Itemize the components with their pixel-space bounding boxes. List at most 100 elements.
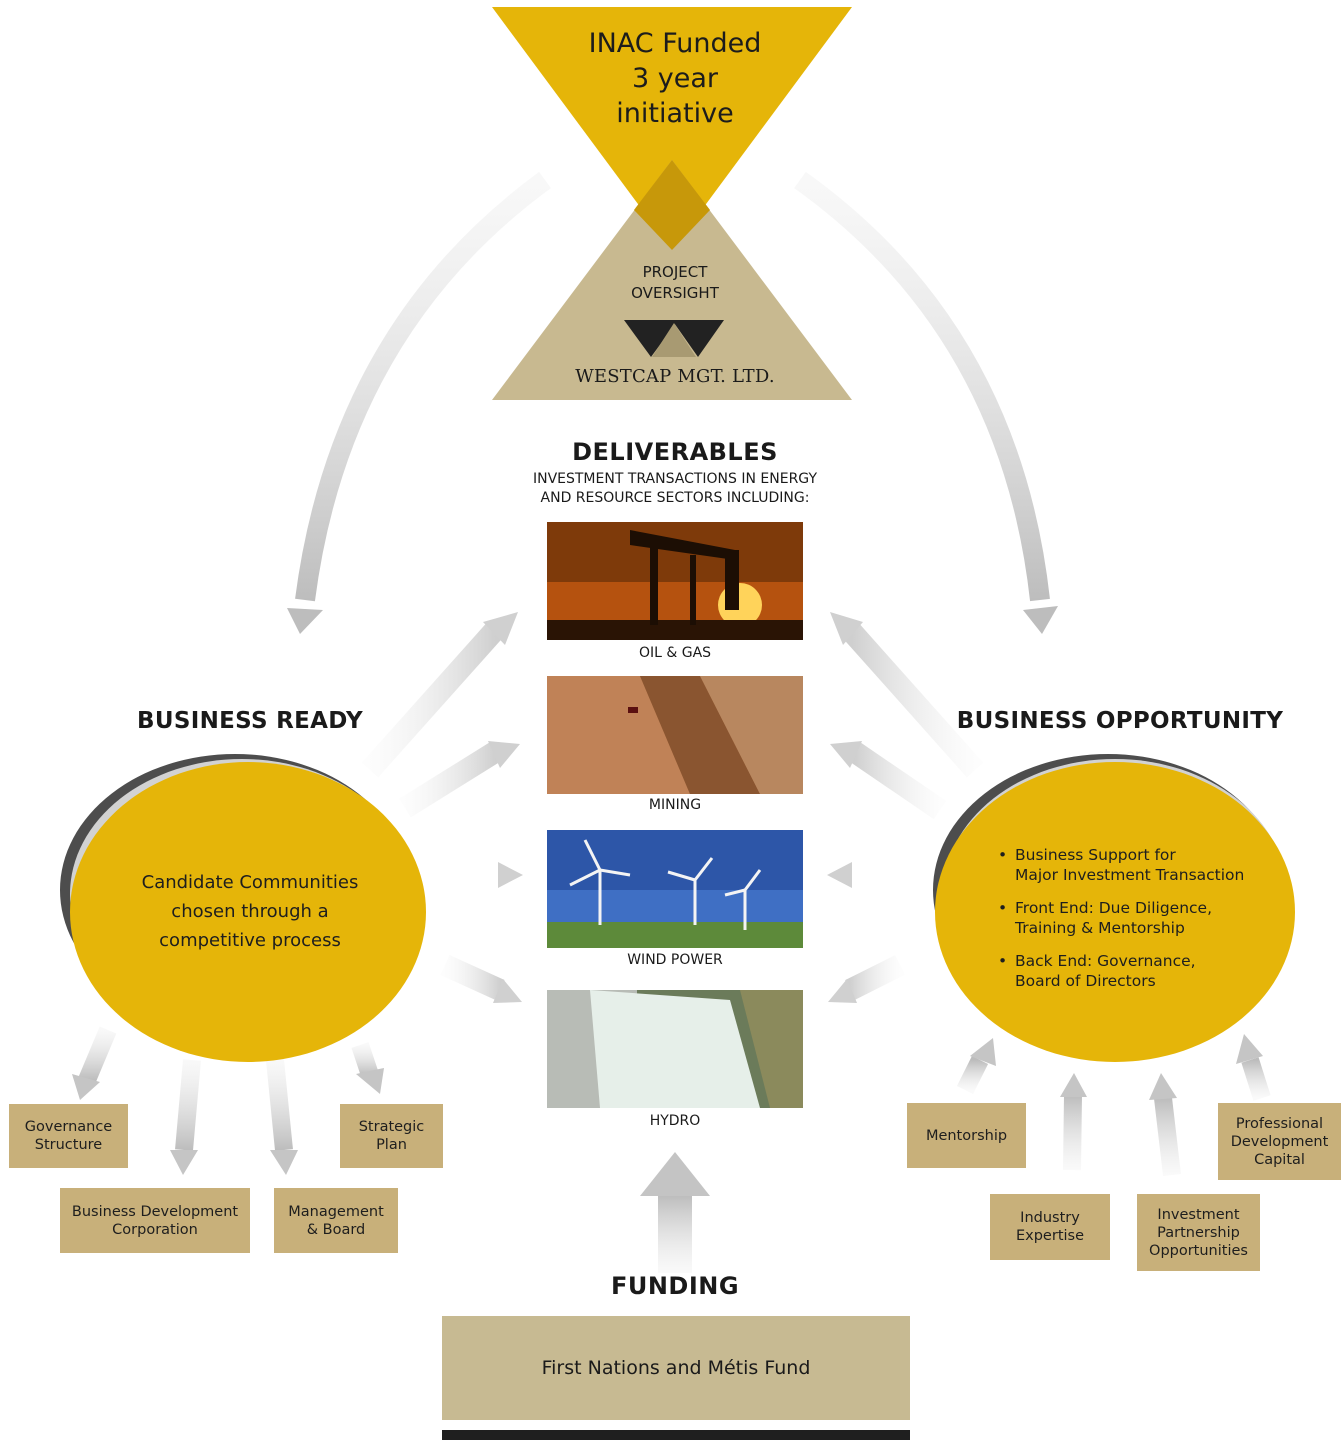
arrow-from-investment: [1154, 1096, 1181, 1177]
triangle-overlap: [634, 160, 710, 250]
arc-arrow-right: [794, 171, 1050, 602]
ray-right-oil: [843, 624, 984, 778]
ray-left-mining: [399, 742, 501, 818]
inac-line-1: INAC Funded: [588, 28, 762, 59]
arrow-to-governance: [78, 1026, 117, 1084]
strategic-line-1: Strategic: [358, 1119, 425, 1135]
arrow-from-mentorship-head: [970, 1038, 996, 1066]
investment-line-2: Partnership: [1157, 1224, 1240, 1241]
arc-arrow-left: [295, 171, 551, 602]
industry-line-2: Expertise: [1015, 1228, 1085, 1244]
bottom-bar: [442, 1430, 910, 1440]
ray-right-wind-head: [827, 862, 852, 888]
bdc-line-1: Business Development: [71, 1203, 239, 1220]
bullet-2-line-1: Front End: Due Diligence,: [1015, 899, 1212, 917]
bullet-2-line-2: Training & Mentorship: [1015, 919, 1185, 937]
ray-left-hydro: [440, 954, 505, 1001]
candidate-line-1: Candidate Communities: [141, 872, 359, 893]
funding-arrow-shaft: [658, 1195, 692, 1273]
mentorship-line-1: Mentorship: [925, 1127, 1008, 1144]
project-oversight-label: PROJECT OVERSIGHT: [600, 262, 750, 304]
ray-right-hydro: [845, 955, 905, 1000]
list-item: Business Support for Major Investment Tr…: [996, 845, 1296, 885]
wind-power-image: [547, 830, 803, 948]
arc-arrow-left-head: [287, 608, 323, 634]
business-opportunity-title: BUSINESS OPPORTUNITY: [956, 708, 1284, 734]
ray-left-oil: [361, 622, 504, 778]
business-ready-title: BUSINESS READY: [137, 708, 363, 734]
oversight-triangle: [492, 160, 852, 400]
bdc-line-2: Corporation: [112, 1221, 198, 1238]
arrow-from-industry: [1063, 1094, 1082, 1171]
first-nations-fund-box: First Nations and Métis Fund: [442, 1316, 910, 1420]
arrow-to-strategic: [351, 1042, 379, 1078]
ray-right-hydro-head: [828, 979, 857, 1003]
business-opportunity-list: Business Support for Major Investment Tr…: [996, 845, 1296, 1004]
deliverables-sub-line-2: AND RESOURCE SECTORS INCLUDING:: [540, 490, 810, 506]
ray-right-mining: [848, 742, 947, 820]
candidate-line-3: competitive process: [159, 930, 341, 951]
list-item: Front End: Due Diligence, Training & Men…: [996, 898, 1296, 938]
governance-line-1: Governance: [24, 1119, 113, 1135]
sector-label-hydro: HYDRO: [649, 1113, 701, 1129]
arrow-from-professional: [1241, 1057, 1271, 1101]
bullet-1-line-2: Major Investment Transaction: [1015, 866, 1245, 884]
inac-funded-label: INAC Funded 3 year initiative: [520, 26, 830, 131]
westcap-logo-icon: [624, 320, 724, 357]
professional-line-1: Professional: [1235, 1115, 1324, 1132]
inac-triangle: [492, 7, 852, 250]
arc-arrow-right-head: [1023, 606, 1058, 634]
arrow-from-professional-head: [1236, 1034, 1263, 1064]
arrow-from-mentorship: [956, 1055, 989, 1095]
arrow-to-bdc: [175, 1059, 201, 1151]
investment-line-1: Investment: [1157, 1206, 1240, 1223]
strategic-line-2: Plan: [376, 1137, 407, 1153]
candidate-communities-text: Candidate Communities chosen through a c…: [110, 868, 390, 955]
sector-label-oil-gas: OIL & GAS: [638, 645, 712, 661]
inac-line-3: initiative: [616, 98, 734, 129]
arrow-from-investment-head: [1149, 1073, 1177, 1100]
governance-line-2: Structure: [34, 1137, 103, 1153]
management-line-1: Management: [288, 1203, 384, 1220]
inac-line-2: 3 year: [632, 63, 718, 94]
ray-right-mining-head: [830, 741, 862, 768]
arrow-to-governance-head: [72, 1074, 100, 1100]
box-mentorship: Mentorship: [907, 1103, 1026, 1168]
list-item: Back End: Governance, Board of Directors: [996, 951, 1296, 991]
ray-left-hydro-head: [493, 979, 522, 1003]
sector-label-mining: MINING: [648, 797, 702, 813]
investment-line-3: Opportunities: [1149, 1242, 1248, 1259]
bullet-1-line-1: Business Support for: [1015, 846, 1176, 864]
arrow-to-strategic-head: [356, 1068, 384, 1094]
bullet-3-line-1: Back End: Governance,: [1015, 952, 1196, 970]
left-circle: [70, 762, 426, 1062]
arrow-to-bdc-head: [170, 1150, 198, 1175]
deliverables-title: DELIVERABLES: [572, 438, 778, 466]
candidate-line-2: chosen through a: [171, 901, 329, 922]
professional-line-3: Capital: [1254, 1151, 1305, 1168]
arrow-to-management: [266, 1059, 293, 1151]
professional-line-2: Development: [1230, 1133, 1329, 1150]
sector-label-wind-power: WIND POWER: [627, 952, 723, 968]
funding-title: FUNDING: [610, 1272, 740, 1300]
oversight-line-1: PROJECT: [642, 263, 708, 281]
industry-line-1: Industry: [1020, 1210, 1080, 1226]
deliverables-subtitle: INVESTMENT TRANSACTIONS IN ENERGY AND RE…: [470, 470, 880, 508]
ray-left-mining-head: [488, 741, 520, 768]
hydro-image: [547, 990, 803, 1108]
first-nations-fund-label: First Nations and Métis Fund: [541, 1357, 811, 1379]
ray-left-oil-head: [483, 612, 518, 645]
funding-arrow-head: [640, 1152, 710, 1196]
ray-right-oil-head: [830, 612, 863, 645]
arrow-to-management-head: [270, 1150, 298, 1175]
westcap-name: WESTCAP MGT. LTD.: [575, 366, 775, 387]
oversight-line-2: OVERSIGHT: [631, 284, 719, 302]
bullet-3-line-2: Board of Directors: [1015, 972, 1156, 990]
mining-image: [547, 676, 803, 794]
